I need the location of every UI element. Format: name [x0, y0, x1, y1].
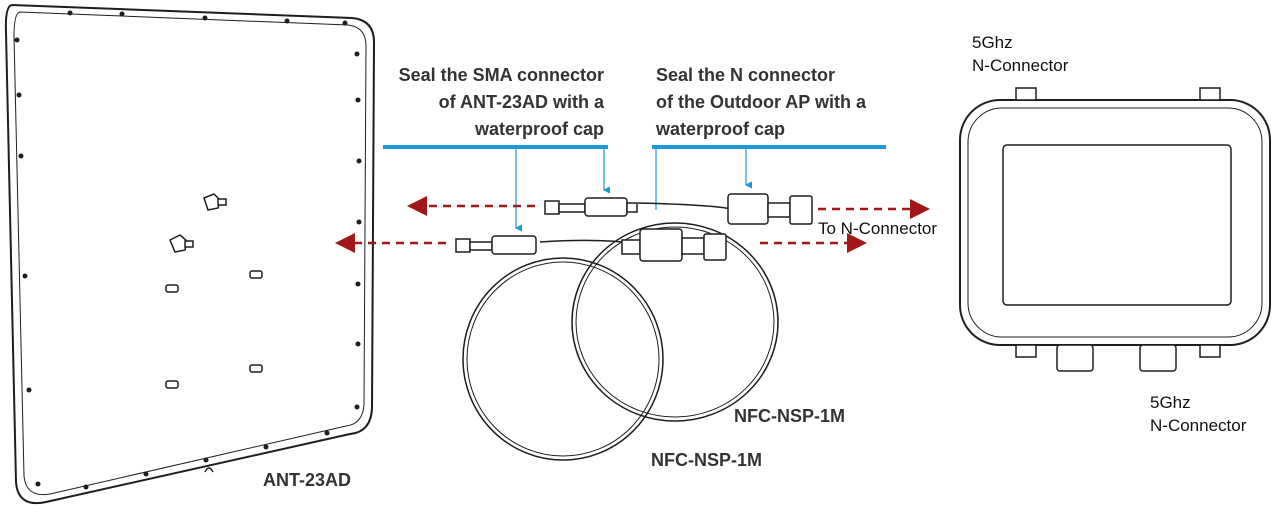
callout-n: Seal the N connector of the Outdoor AP w…	[656, 65, 866, 139]
callout-sma: Seal the SMA connector of ANT-23AD with …	[398, 65, 604, 139]
callout-lines	[383, 145, 886, 232]
label-ap-top-connector: 5Ghz N-Connector	[972, 33, 1069, 75]
antenna-panel	[4, 3, 376, 504]
label-cable-1: NFC-NSP-1M	[734, 406, 845, 426]
label-to-n-connector: To N-Connector	[818, 219, 938, 238]
label-ap-bottom-connector: 5Ghz N-Connector	[1150, 393, 1247, 435]
cable-lower-connectors	[455, 228, 727, 262]
label-cable-2: NFC-NSP-1M	[651, 450, 762, 470]
cable-upper-connectors	[544, 193, 813, 225]
direction-arrows	[335, 196, 930, 253]
cable-coils	[462, 202, 779, 461]
outdoor-ap	[959, 87, 1271, 372]
label-antenna: ANT-23AD	[263, 470, 352, 490]
